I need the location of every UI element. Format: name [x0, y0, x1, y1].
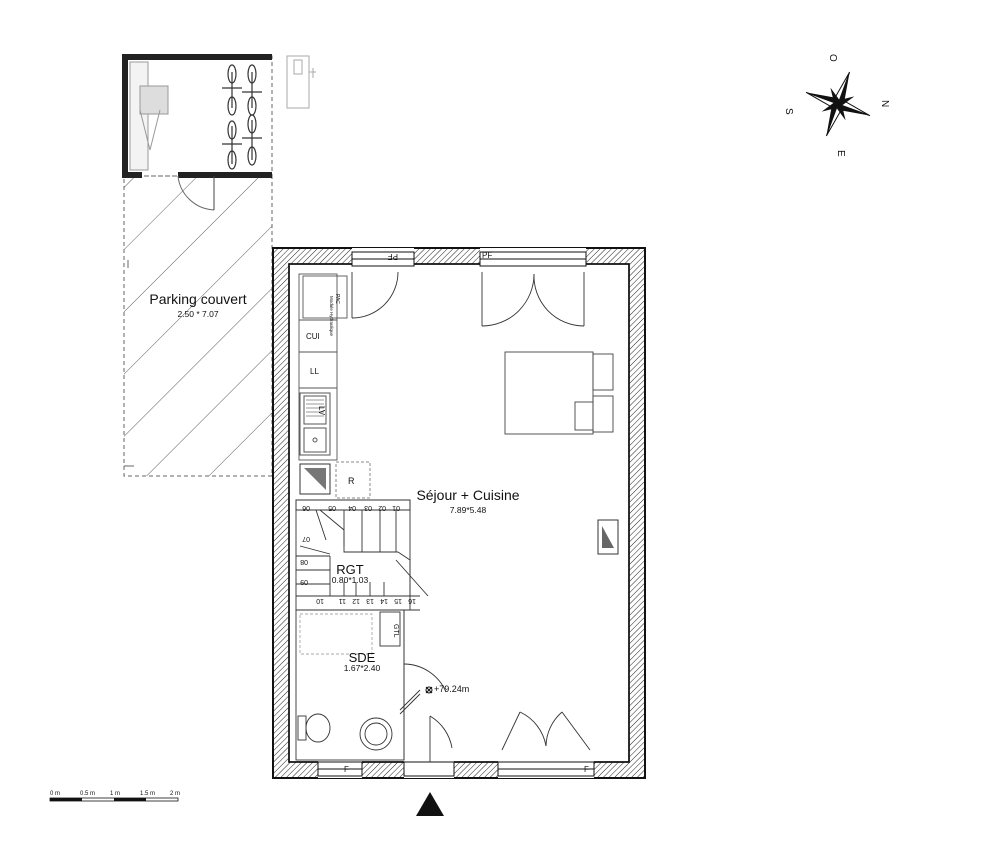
compass-rose-icon: N E S O [783, 54, 890, 157]
stair-number: 03 [364, 504, 372, 511]
room-dims-sde: 1.67*2.40 [344, 663, 381, 673]
scale-label: 2 m [170, 791, 180, 797]
scale-label: 1 m [110, 791, 120, 797]
window-label-pf-left: PF [388, 252, 398, 261]
ll-label: LL [310, 367, 319, 376]
compass-n: N [879, 100, 890, 107]
bicycle-icon [222, 64, 262, 116]
stair-number: 10 [316, 597, 324, 604]
r-label: R [348, 476, 355, 486]
stair-number: 06 [302, 504, 310, 511]
room-dims-rgt: 0.80*1.03 [332, 575, 369, 585]
parking-area: Parking couvert 2.50 * 7.07 [122, 54, 316, 477]
compass-o: O [827, 54, 838, 62]
stair-number: 15 [394, 597, 402, 604]
entrance-arrow-icon [416, 792, 444, 816]
parking-name: Parking couvert [149, 291, 246, 307]
room-dims-sejour: 7.89*5.48 [450, 505, 487, 515]
bicycle-icon [222, 114, 262, 170]
gtl-label: GTL [392, 624, 399, 638]
staircase [295, 499, 429, 611]
pac-label: PAC [334, 294, 340, 304]
kitchen: PAC Module Hydraulique CUI LL LV R [298, 273, 371, 499]
stair-number: 14 [380, 597, 388, 604]
scale-bar: 0 m 0.5 m 1 m 1.5 m 2 m [49, 791, 180, 802]
stair-number: 07 [302, 535, 310, 542]
lv-label: LV [317, 406, 326, 416]
window-label-pf-right: PF [482, 251, 492, 260]
stair-number: 12 [352, 597, 360, 604]
cui-label: CUI [306, 332, 320, 341]
level-marker: +79.24m [425, 684, 469, 694]
stair-number: 09 [300, 578, 308, 585]
stair-numbers: 06 05 04 03 02 01 07 08 09 10 11 12 13 1… [300, 504, 416, 604]
stair-number: 08 [300, 558, 308, 565]
room-name-sejour: Séjour + Cuisine [416, 487, 519, 503]
stair-number: 01 [392, 504, 400, 511]
scale-label: 0.5 m [80, 791, 95, 797]
stair-number: 05 [328, 504, 336, 511]
window-label-f-left: F [344, 765, 349, 774]
stair-number: 13 [366, 597, 374, 604]
radiator [597, 519, 619, 555]
room-name-rgt: RGT [336, 562, 364, 577]
parking-dims: 2.50 * 7.07 [177, 309, 218, 319]
level-label: +79.24m [434, 684, 469, 694]
bathroom [295, 609, 447, 761]
stair-number: 16 [408, 597, 416, 604]
dining-table [504, 351, 614, 435]
stair-number: 11 [339, 597, 346, 604]
module-label: Module Hydraulique [329, 296, 334, 337]
compass-e: E [835, 150, 846, 157]
room-name-sde: SDE [349, 650, 376, 665]
stair-number: 04 [348, 504, 356, 511]
scale-label: 0 m [50, 791, 60, 797]
stair-number: 02 [378, 504, 386, 511]
house-walls: PF PF F F [272, 247, 646, 779]
scale-label: 1.5 m [140, 791, 155, 797]
window-label-f-right: F [584, 765, 589, 774]
compass-s: S [783, 108, 794, 115]
